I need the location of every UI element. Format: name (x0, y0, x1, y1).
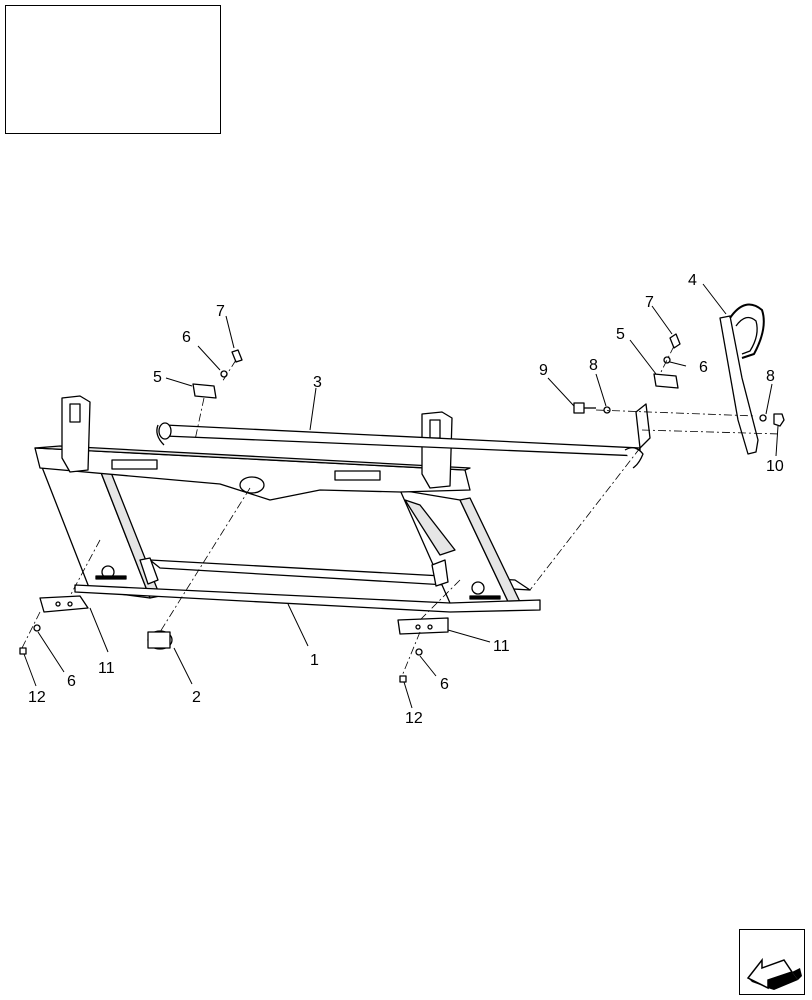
rod-part-3 (156, 422, 644, 469)
callout-1: 1 (310, 652, 319, 669)
callout-11-left: 11 (98, 660, 115, 677)
nut-part-10 (773, 413, 785, 427)
callouts: 1 2 3 4 5 5 6 6 6 6 7 7 8 8 9 10 11 11 1… (28, 272, 784, 727)
handle-part-4 (719, 303, 765, 455)
callout-4: 4 (688, 272, 697, 289)
screw-part-12-left (19, 647, 27, 655)
frame-part-1 (34, 395, 541, 613)
callout-2: 2 (192, 689, 201, 706)
callout-12-right: 12 (405, 710, 423, 727)
assembly-lines (21, 345, 781, 677)
pin-part-7-right (669, 333, 681, 349)
callout-6-top-left: 6 (182, 329, 191, 346)
wear-pad-part-11-right (397, 617, 449, 635)
bushing-part-2 (147, 630, 173, 650)
title-block (5, 5, 221, 134)
callout-9: 9 (539, 362, 548, 379)
leader-lines (23, 283, 779, 709)
callout-6-bottom-left: 6 (67, 673, 76, 690)
washers (33, 356, 767, 656)
callout-12-left: 12 (28, 689, 46, 706)
callout-7-left: 7 (216, 303, 225, 320)
callout-7-right: 7 (645, 294, 654, 311)
bolt-part-9 (573, 402, 596, 414)
callout-8-left: 8 (589, 357, 598, 374)
arrow-icon (746, 957, 802, 990)
clip-part-5-right (653, 373, 679, 389)
callout-5-right: 5 (616, 326, 625, 343)
pin-part-7-left (231, 349, 243, 363)
callout-10: 10 (766, 458, 784, 475)
callout-6-top-right: 6 (699, 359, 708, 376)
callout-3: 3 (313, 374, 322, 391)
callout-6-bottom-right: 6 (440, 676, 449, 693)
side-plate (635, 403, 651, 449)
wear-pad-part-11-left (39, 595, 89, 613)
clip-part-5-left (192, 383, 217, 399)
screw-part-12-right (399, 675, 407, 683)
callout-5-left: 5 (153, 369, 162, 386)
callout-8-right: 8 (766, 368, 775, 385)
navigation-arrow-button[interactable] (739, 929, 805, 995)
callout-11-right: 11 (493, 638, 510, 655)
